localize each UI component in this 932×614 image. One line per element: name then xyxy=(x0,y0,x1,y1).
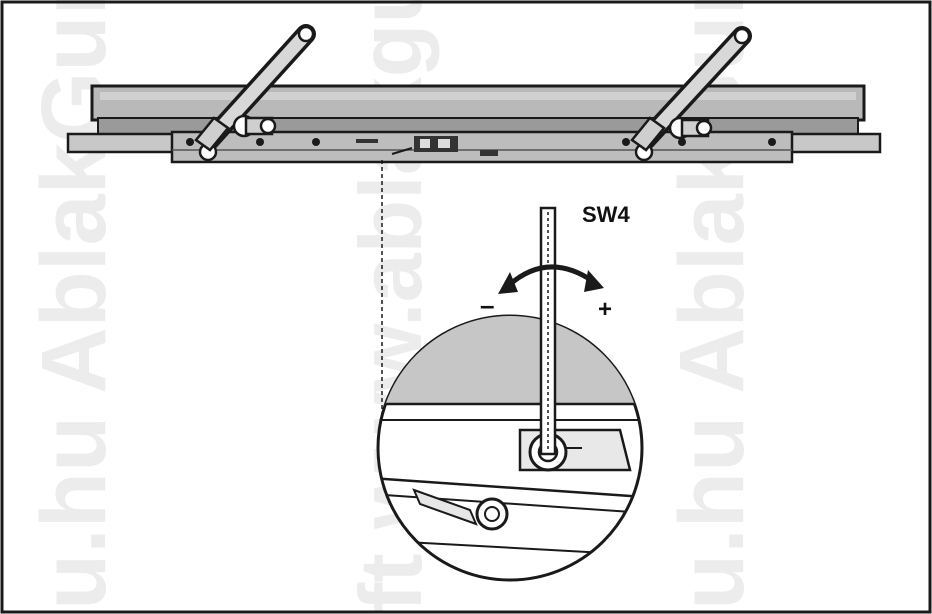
window-frame xyxy=(66,84,882,164)
detail-magnifier xyxy=(376,314,644,582)
right-stay-arm xyxy=(630,26,752,162)
minus-label: – xyxy=(480,290,495,320)
hex-key-icon xyxy=(539,206,557,456)
switch-label: SW4 xyxy=(582,202,630,227)
left-stay-arm xyxy=(194,24,316,162)
curved-double-arrow-icon xyxy=(498,264,604,294)
plus-label: + xyxy=(598,296,613,323)
